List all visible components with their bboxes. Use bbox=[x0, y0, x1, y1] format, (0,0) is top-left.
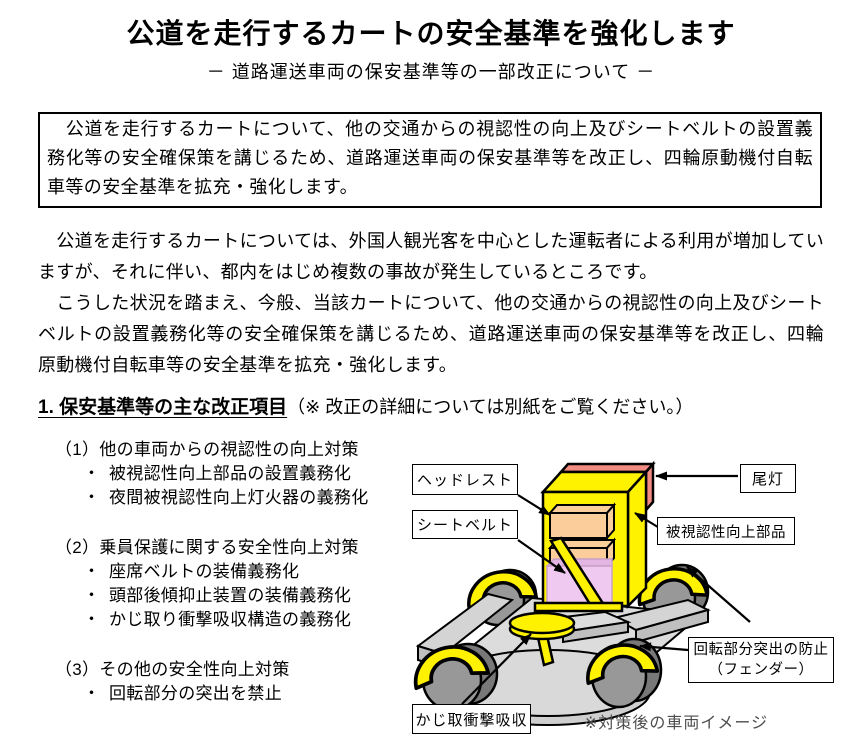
summary-text: 公道を走行するカートについて、他の交通からの視認性の向上及びシートベルトの設置義… bbox=[47, 119, 813, 197]
summary-box: 公道を走行するカートについて、他の交通からの視認性の向上及びシートベルトの設置義… bbox=[38, 112, 822, 208]
callout-arrows bbox=[461, 471, 751, 705]
page-subtitle: － 道路運送車両の保安基準等の一部改正について － bbox=[206, 62, 656, 82]
intro-paragraph-2: こうした状況を踏まえ、今般、当該カートについて、他の交通からの視認性の向上及びシ… bbox=[38, 293, 824, 375]
list-item: ・座席ベルトの装備義務化 bbox=[55, 560, 415, 584]
list-item-text: 回転部分の突出を禁止 bbox=[109, 684, 282, 703]
bullet-icon: ・ bbox=[83, 684, 101, 703]
list-item-text: 夜間被視認性向上灯火器の義務化 bbox=[109, 488, 369, 507]
list-item-text: 頭部後傾抑止装置の装備義務化 bbox=[109, 586, 352, 605]
bullet-icon: ・ bbox=[83, 562, 101, 581]
visibility-arrow bbox=[634, 512, 662, 530]
section1-heading: 1. 保安基準等の主な改正項目（※ 改正の詳細については別紙をご覧ください。） bbox=[38, 392, 693, 419]
steering-wheel bbox=[508, 611, 576, 667]
fender-rear-arrow bbox=[686, 566, 751, 623]
measure-group-3: （3）その他の安全性向上対策 ・回転部分の突出を禁止 bbox=[55, 658, 415, 706]
bullet-icon: ・ bbox=[83, 610, 101, 629]
section1-heading-main: 1. 保安基準等の主な改正項目 bbox=[38, 397, 288, 418]
taillight-label: 尾灯 bbox=[740, 464, 796, 493]
list-item-text: 座席ベルトの装備義務化 bbox=[109, 562, 300, 581]
section1-heading-note: （※ 改正の詳細については別紙をご覧ください。） bbox=[287, 397, 694, 417]
fender-label-line2: （フェンダー） bbox=[708, 662, 814, 678]
visibility-part-label: 被視認性向上部品 bbox=[657, 517, 795, 545]
list-item: ・被視認性向上部品の設置義務化 bbox=[55, 462, 415, 486]
intro-paragraphs: 公道を走行するカートについては、外国人観光客を中心とした運転者による利用が増加し… bbox=[38, 226, 824, 381]
measure-group-1: （1）他の車両からの視認性の向上対策 ・被視認性向上部品の設置義務化 ・夜間被視… bbox=[55, 438, 415, 510]
kart-illustration bbox=[407, 460, 751, 726]
list-item: ・回転部分の突出を禁止 bbox=[55, 682, 415, 706]
seatbelt-arrow bbox=[517, 539, 566, 574]
list-item: ・かじ取り衝撃吸収構造の義務化 bbox=[55, 608, 415, 632]
bullet-icon: ・ bbox=[83, 464, 101, 483]
measure-group-title: （1）他の車両からの視認性の向上対策 bbox=[55, 440, 359, 459]
measure-group-title: （3）その他の安全性向上対策 bbox=[55, 660, 290, 679]
diagram-caption: ※対策後の車両イメージ bbox=[584, 715, 769, 732]
measures-list: （1）他の車両からの視認性の向上対策 ・被視認性向上部品の設置義務化 ・夜間被視… bbox=[55, 438, 415, 732]
kart-diagram: ヘッドレスト シートベルト 尾灯 被視認性向上部品 回転部分突出の防止 （フェン… bbox=[400, 440, 862, 742]
list-item-text: かじ取り衝撃吸収構造の義務化 bbox=[109, 610, 352, 629]
page-title: 公道を走行するカートの安全基準を強化します bbox=[126, 18, 736, 49]
fender-front-arrow bbox=[639, 642, 689, 652]
list-item: ・頭部後傾抑止装置の装備義務化 bbox=[55, 584, 415, 608]
measure-group-2: （2）乗員保護に関する安全性向上対策 ・座席ベルトの装備義務化 ・頭部後傾抑止装… bbox=[55, 536, 415, 632]
seatbelt-label: シートベルト bbox=[412, 510, 518, 539]
steering-arrow bbox=[461, 633, 532, 705]
fender-label: 回転部分突出の防止 （フェンダー） bbox=[688, 637, 834, 683]
bullet-icon: ・ bbox=[83, 586, 101, 605]
list-item: ・夜間被視認性向上灯火器の義務化 bbox=[55, 486, 415, 510]
seat-base-bar bbox=[533, 601, 624, 613]
bullet-icon: ・ bbox=[83, 488, 101, 507]
headrest-arrow bbox=[517, 494, 551, 516]
steering-label: かじ取衝撃吸収 bbox=[412, 704, 531, 734]
headrest-label: ヘッドレスト bbox=[412, 464, 518, 495]
fender-label-line1: 回転部分突出の防止 bbox=[693, 642, 829, 658]
measure-group-title: （2）乗員保護に関する安全性向上対策 bbox=[55, 538, 359, 557]
intro-paragraph-1: 公道を走行するカートについては、外国人観光客を中心とした運転者による利用が増加し… bbox=[38, 231, 824, 282]
list-item-text: 被視認性向上部品の設置義務化 bbox=[109, 464, 352, 483]
